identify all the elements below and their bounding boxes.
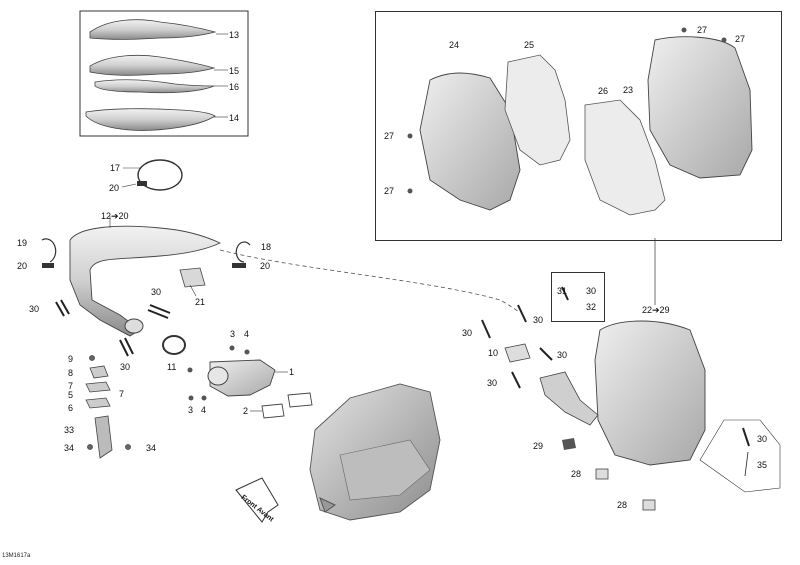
callout-label: 15 xyxy=(229,66,240,76)
callout-label: 30 xyxy=(557,350,568,360)
mounting-bracket-stack xyxy=(85,355,131,459)
callout-label: 30 xyxy=(151,287,162,297)
callout-label: 30 xyxy=(757,434,768,444)
callout-label: 27 xyxy=(384,186,395,196)
spring-ring xyxy=(121,159,183,191)
callout-label: 21 xyxy=(195,297,206,307)
exhaust-manifold xyxy=(207,359,288,397)
callout-label: 4 xyxy=(201,405,207,415)
callout-label: 20 xyxy=(17,261,28,271)
callout-label: 8 xyxy=(68,368,74,378)
callout-label: 30 xyxy=(29,304,40,314)
drawing-code: 13M1617a xyxy=(2,553,31,559)
callout-label: 28 xyxy=(571,469,582,479)
callout-label: 13 xyxy=(229,30,240,40)
callout-label: 1 xyxy=(289,367,295,377)
callout-label: 30 xyxy=(487,378,498,388)
callout-label: 28 xyxy=(617,500,628,510)
muffler xyxy=(504,238,706,511)
callout-label: 11 xyxy=(167,362,177,372)
callout-label: 30 xyxy=(120,362,131,372)
engine-block xyxy=(309,383,441,521)
tuned-pipe xyxy=(69,216,222,337)
springs-left xyxy=(55,299,171,357)
callout-label: 27 xyxy=(735,34,746,44)
callout-label: 19 xyxy=(17,238,28,248)
callout-label: 26 xyxy=(598,86,609,96)
callout-label: 34 xyxy=(146,443,157,453)
callout-label: 30 xyxy=(533,315,544,325)
callout-label: 7 xyxy=(119,389,125,399)
callout-label: 34 xyxy=(64,443,75,453)
callout-label: 16 xyxy=(229,82,240,92)
callout-label: 10 xyxy=(488,348,499,358)
callout-label: 29 xyxy=(533,441,544,451)
callout-label: 20 xyxy=(109,183,120,193)
callout-label: 32 xyxy=(586,302,597,312)
callout-label: 31 xyxy=(557,286,568,296)
callout-label: 27 xyxy=(697,25,708,35)
callout-label: 17 xyxy=(110,163,121,173)
silencer-shield-group xyxy=(407,27,753,216)
callout-label: 14 xyxy=(229,113,240,123)
callout-label: 4 xyxy=(244,329,250,339)
callout-label: 27 xyxy=(384,131,395,141)
callout-label: 5 xyxy=(68,390,74,400)
callout-label: 23 xyxy=(623,85,634,95)
callout-label: 18 xyxy=(261,242,272,252)
callout-label: 7 xyxy=(68,381,74,391)
callout-label: 2 xyxy=(243,406,249,416)
callout-label: 30 xyxy=(462,328,473,338)
callout-label: 3 xyxy=(230,329,236,339)
callout-label: 6 xyxy=(68,403,74,413)
callout-label: 9 xyxy=(68,354,74,364)
callout-label: 33 xyxy=(64,425,75,435)
spring-detail-frame xyxy=(551,272,605,322)
callout-label: 3 xyxy=(188,405,194,415)
callout-label: 20 xyxy=(260,261,271,271)
callout-label: 25 xyxy=(524,40,535,50)
shield-frame xyxy=(375,11,782,241)
callout-label: 22➔29 xyxy=(642,305,670,315)
ring-left xyxy=(41,238,57,263)
heat-shield-group xyxy=(79,10,249,137)
ring-right xyxy=(235,241,251,263)
callout-label: 24 xyxy=(449,40,460,50)
callout-label: 35 xyxy=(757,460,768,470)
callout-label: 12➔20 xyxy=(101,211,129,221)
callout-label: 30 xyxy=(586,286,597,296)
